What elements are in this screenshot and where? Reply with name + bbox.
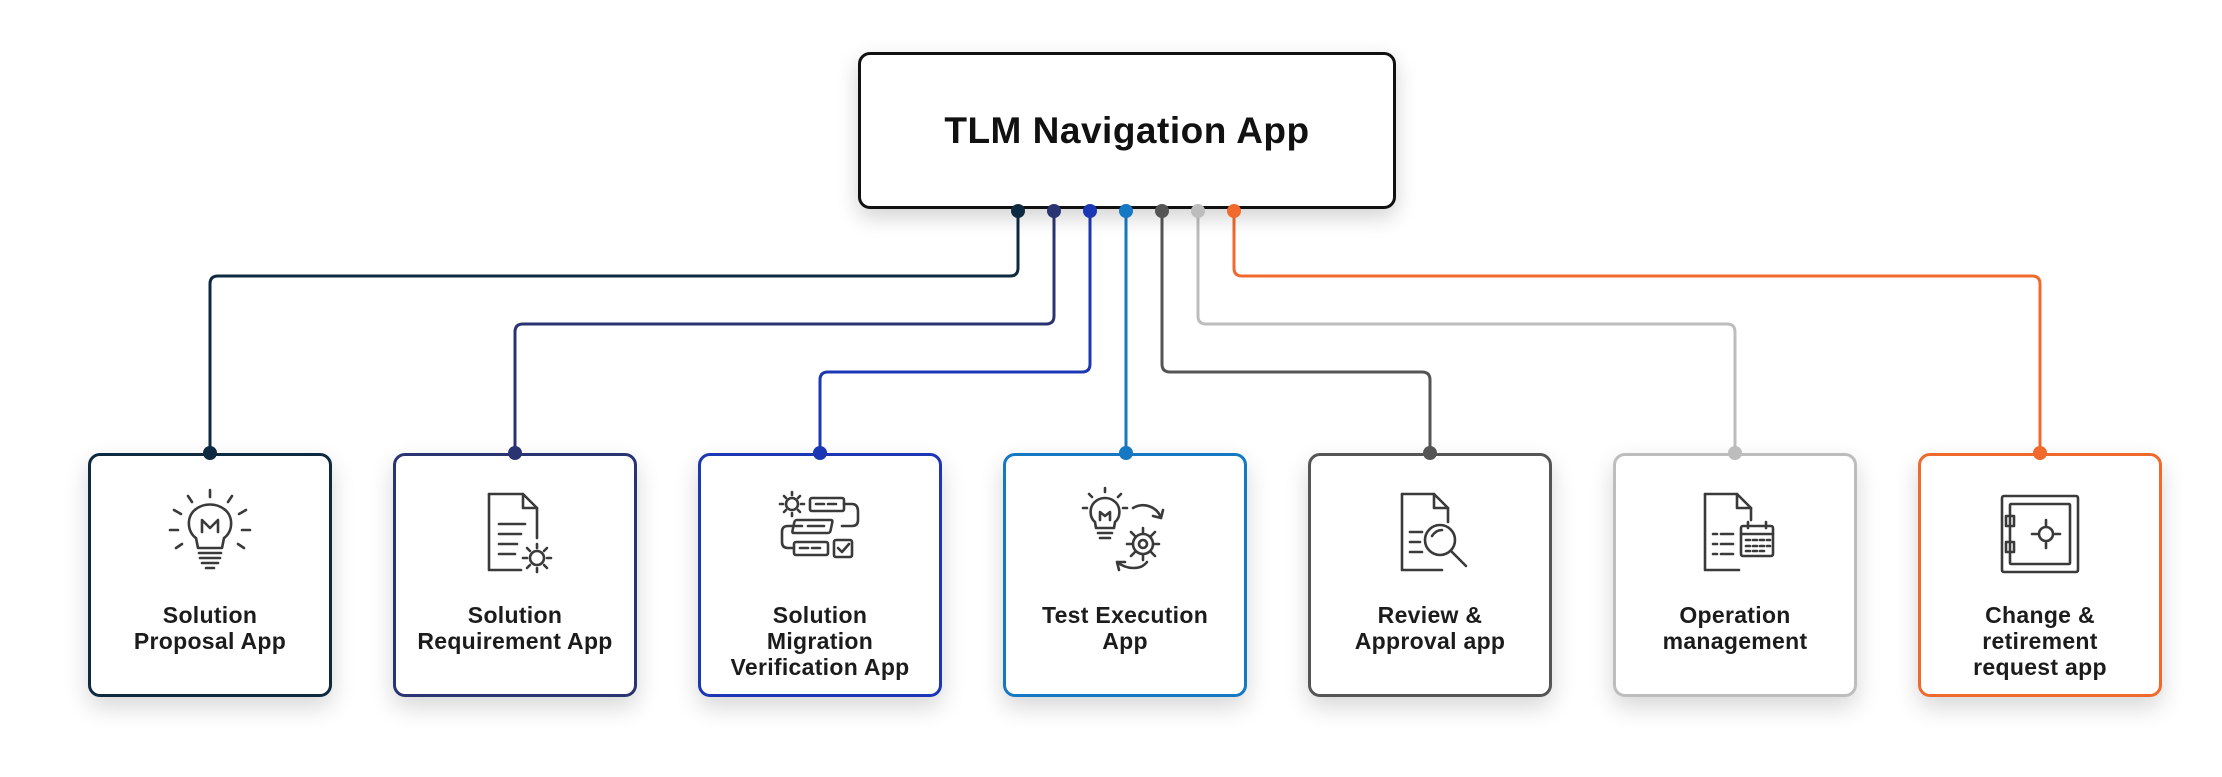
root-dot-solution-proposal: [1011, 204, 1025, 218]
workflow-icon: [778, 490, 860, 559]
safe-icon: [2000, 494, 2080, 574]
connector-solution-proposal: [208, 212, 1020, 452]
document-calendar-icon: [1703, 492, 1775, 572]
connector-solution-migration: [818, 212, 1092, 452]
root-title: TLM Navigation App: [944, 109, 1310, 151]
card-review-approval[interactable]: Review & Approval app: [1308, 453, 1552, 697]
root-dot-test-execution: [1119, 204, 1133, 218]
card-solution-migration[interactable]: Solution Migration Verification App: [698, 453, 942, 697]
card-label: Review & Approval app: [1354, 602, 1506, 654]
card-label: Change & retirement request app: [1973, 602, 2107, 680]
root-dot-change-retirement: [1227, 204, 1241, 218]
lightbulb-icon: [168, 488, 252, 570]
card-label: Test Execution App: [1041, 602, 1209, 654]
root-dot-review-approval: [1155, 204, 1169, 218]
card-dot-solution-requirement: [508, 446, 522, 460]
card-label: Solution Proposal App: [133, 602, 287, 654]
connector-operation-management: [1196, 212, 1737, 452]
card-dot-solution-migration: [813, 446, 827, 460]
card-dot-solution-proposal: [203, 446, 217, 460]
card-solution-proposal[interactable]: Solution Proposal App: [88, 453, 332, 697]
root-dot-solution-requirement: [1047, 204, 1061, 218]
card-label: Solution Requirement App: [417, 602, 613, 654]
root-node: TLM Navigation App: [858, 52, 1396, 209]
card-test-execution[interactable]: Test Execution App: [1003, 453, 1247, 697]
connector-review-approval: [1160, 212, 1432, 452]
document-search-icon: [1400, 492, 1468, 572]
document-gear-icon: [487, 492, 553, 574]
idea-cycle-gear-icon: [1081, 486, 1165, 572]
card-label: Solution Migration Verification App: [730, 602, 910, 680]
root-dot-operation-management: [1191, 204, 1205, 218]
card-change-retirement[interactable]: Change & retirement request app: [1918, 453, 2162, 697]
card-solution-requirement[interactable]: Solution Requirement App: [393, 453, 637, 697]
card-dot-review-approval: [1423, 446, 1437, 460]
connector-change-retirement: [1232, 212, 2042, 452]
connector-solution-requirement: [513, 212, 1056, 452]
card-operation-management[interactable]: Operation management: [1613, 453, 1857, 697]
card-label: Operation management: [1662, 602, 1808, 654]
card-dot-change-retirement: [2033, 446, 2047, 460]
card-dot-operation-management: [1728, 446, 1742, 460]
card-dot-test-execution: [1119, 446, 1133, 460]
root-dot-solution-migration: [1083, 204, 1097, 218]
